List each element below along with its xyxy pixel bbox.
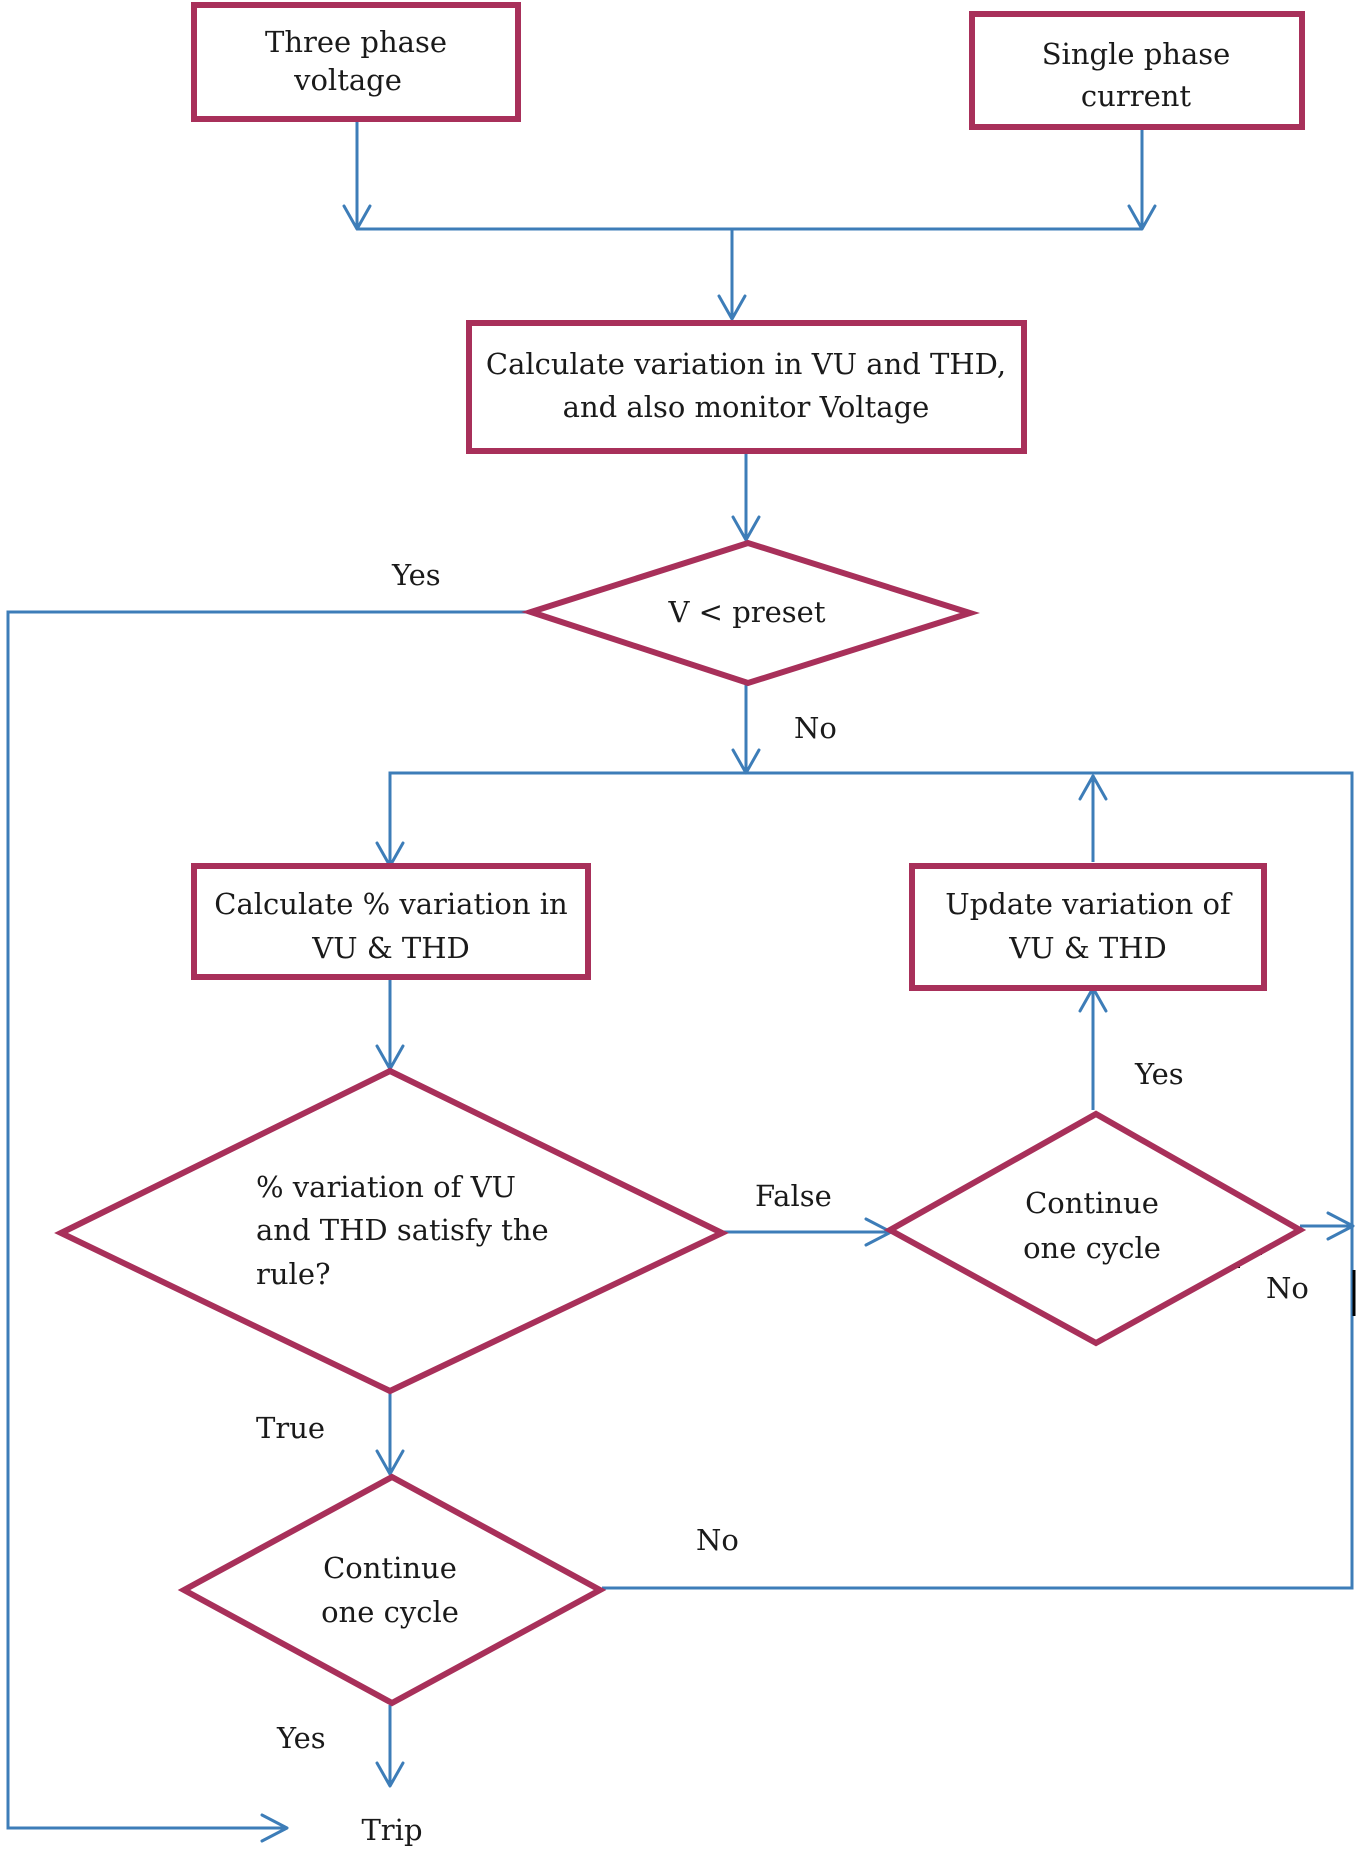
edge-label-bottom-yes: Yes <box>276 1721 326 1755</box>
update-variation-line-1: Update variation of <box>945 887 1233 921</box>
arrowhead-vpreset-no <box>731 748 761 775</box>
connector-loop-top <box>388 771 1354 1590</box>
single-phase-current-box <box>969 11 1305 130</box>
calc-percent-line-1: Calculate % variation in <box>214 887 567 921</box>
arrowhead-update-up <box>1078 774 1108 801</box>
continue-right-line-2: one cycle <box>1023 1231 1161 1265</box>
decision-rule-check: % variation of VU and THD satisfy the ru… <box>54 1067 729 1395</box>
node-three-phase-voltage: Three phase voltage <box>191 2 521 122</box>
three-phase-voltage-box <box>191 2 521 122</box>
node-calc-percent: Calculate % variation in VU & THD <box>191 863 591 980</box>
rule-check-line-2: and THD satisfy the <box>256 1213 549 1247</box>
rule-check-diamond <box>54 1067 729 1395</box>
arrowhead-single-phase <box>1127 204 1157 231</box>
connector-vpreset-yes-to-trip <box>6 610 531 1830</box>
calc-vu-thd-line-1: Calculate variation in VU and THD, <box>486 347 1006 381</box>
arrowhead-three-phase <box>342 204 372 231</box>
single-phase-current-line-2: current <box>1081 79 1191 113</box>
v-preset-diamond <box>521 539 980 687</box>
edge-label-bottom-no: No <box>696 1523 739 1557</box>
calc-vu-thd-box <box>466 320 1027 454</box>
edge-label-rule-true: True <box>256 1411 325 1445</box>
continue-bottom-line-2: one cycle <box>321 1595 459 1629</box>
arrowhead-continue-right-no <box>1326 1211 1355 1241</box>
node-calc-vu-thd: Calculate variation in VU and THD, and a… <box>466 320 1027 454</box>
continue-bottom-line-1: Continue <box>323 1551 457 1585</box>
edge-label-v-yes: Yes <box>391 558 441 592</box>
calc-percent-box <box>191 863 591 980</box>
continue-right-diamond <box>883 1110 1307 1347</box>
update-variation-box <box>909 863 1267 991</box>
continue-right-line-1: Continue <box>1025 1186 1159 1220</box>
rule-check-line-1: % variation of VU <box>256 1170 516 1204</box>
v-preset-text: V < preset <box>668 595 826 629</box>
rule-check-line-3: rule? <box>256 1257 331 1291</box>
edge-labels: Yes No False True Yes No No Yes <box>256 558 1309 1755</box>
arrowhead-calc-to-vpreset <box>731 515 761 542</box>
trip-terminal: Trip <box>361 1813 422 1847</box>
continue-bottom-diamond <box>177 1473 607 1707</box>
node-single-phase-current: Single phase current <box>969 11 1305 130</box>
edge-label-v-no: No <box>794 711 837 745</box>
three-phase-voltage-line-2: voltage <box>293 63 402 97</box>
calc-percent-line-2: VU & THD <box>311 931 470 965</box>
edge-label-right-no: No <box>1266 1271 1309 1305</box>
arrowhead-rule-true <box>375 1449 405 1476</box>
arrowhead-bottom-yes <box>375 1761 405 1788</box>
single-phase-current-line-1: Single phase <box>1042 37 1231 71</box>
decision-continue-bottom: Continue one cycle <box>177 1473 607 1707</box>
edge-label-right-yes: Yes <box>1134 1057 1184 1091</box>
arrowhead-merge <box>717 294 747 321</box>
arrowhead-trip-left <box>260 1813 289 1843</box>
edge-label-rule-false: False <box>755 1179 832 1213</box>
decision-v-preset: V < preset <box>521 539 980 687</box>
calc-vu-thd-line-2: and also monitor Voltage <box>563 390 930 424</box>
update-variation-line-2: VU & THD <box>1008 931 1167 965</box>
decision-continue-right: Continue one cycle <box>883 1110 1307 1347</box>
node-update-variation: Update variation of VU & THD <box>909 863 1267 991</box>
three-phase-voltage-line-1: Three phase <box>265 25 447 59</box>
